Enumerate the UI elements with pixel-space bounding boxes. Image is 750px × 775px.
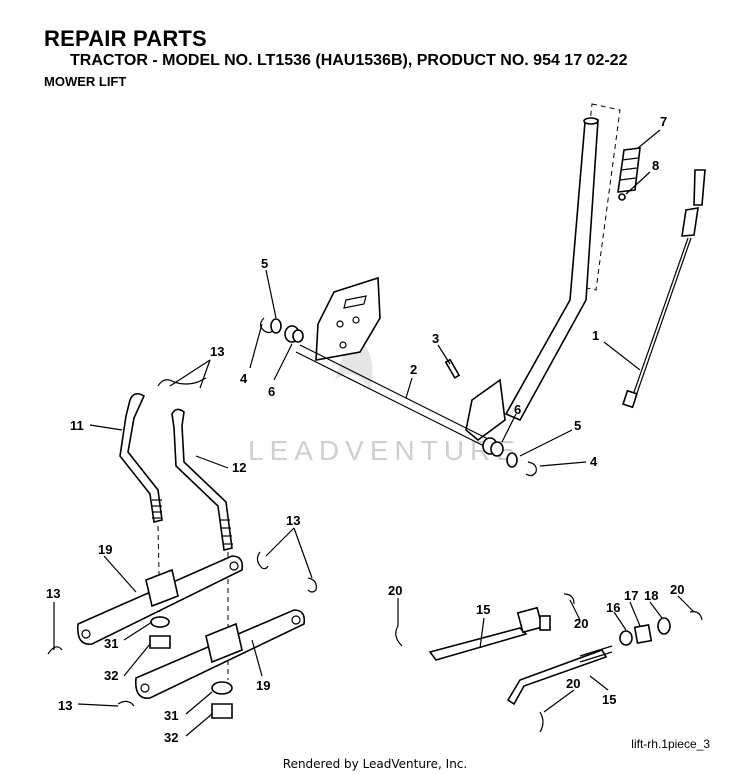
section-title: MOWER LIFT bbox=[44, 74, 127, 89]
leader-lines bbox=[53, 129, 695, 737]
cotter-pin-icon bbox=[395, 593, 703, 733]
callout-13: 13 bbox=[58, 698, 72, 713]
callout-3: 3 bbox=[432, 331, 439, 346]
callout-11: 11 bbox=[70, 418, 84, 433]
nut-washer-lower-part bbox=[211, 681, 233, 719]
handle-grip-part bbox=[617, 147, 641, 201]
callout-1: 1 bbox=[592, 328, 599, 343]
watermark: LEADVENTURE bbox=[248, 330, 521, 466]
callout-5: 5 bbox=[574, 418, 581, 433]
callout-13: 13 bbox=[210, 344, 224, 359]
callout-6: 6 bbox=[268, 384, 275, 399]
page-subtitle: TRACTOR - MODEL NO. LT1536 (HAU1536B), P… bbox=[70, 52, 628, 69]
callout-8: 8 bbox=[652, 158, 659, 173]
callout-6: 6 bbox=[514, 402, 521, 417]
callout-20: 20 bbox=[574, 616, 588, 631]
right-shaft-hardware-part bbox=[482, 437, 537, 477]
callout-31: 31 bbox=[104, 636, 118, 651]
lift-rod-part bbox=[622, 169, 706, 409]
callout-7: 7 bbox=[660, 114, 667, 129]
adjustment-rod-lower-part bbox=[506, 645, 613, 706]
lift-handle-part bbox=[465, 103, 621, 442]
callout-18: 18 bbox=[644, 588, 658, 603]
callout-31: 31 bbox=[164, 708, 178, 723]
callout-20: 20 bbox=[388, 583, 402, 598]
lift-arm-lower-part bbox=[134, 609, 306, 699]
figure-id: lift-rh.1piece_3 bbox=[631, 737, 710, 751]
callout-15: 15 bbox=[476, 602, 490, 617]
pin-part bbox=[444, 358, 461, 379]
hairpin-clip-icon bbox=[47, 377, 317, 707]
render-credit: Rendered by LeadVenture, Inc. bbox=[282, 757, 468, 771]
watermark-text: LEADVENTURE bbox=[248, 435, 521, 466]
trunnion-nut-part bbox=[619, 617, 671, 646]
callout-4: 4 bbox=[590, 454, 598, 469]
page-title: REPAIR PARTS bbox=[44, 26, 207, 51]
callout-labels: 7 8 5 4 6 3 2 1 13 11 12 6 5 4 13 19 13 … bbox=[46, 114, 684, 745]
callout-19: 19 bbox=[98, 542, 112, 557]
callout-32: 32 bbox=[104, 668, 118, 683]
mounting-bracket-part bbox=[315, 276, 381, 361]
callout-15: 15 bbox=[602, 692, 616, 707]
callout-12: 12 bbox=[232, 460, 246, 475]
callout-16: 16 bbox=[606, 600, 620, 615]
callout-5: 5 bbox=[261, 256, 268, 271]
callout-17: 17 bbox=[624, 588, 638, 603]
callout-20: 20 bbox=[670, 582, 684, 597]
callout-2: 2 bbox=[410, 362, 417, 377]
lift-shaft-part bbox=[295, 344, 491, 448]
callout-20: 20 bbox=[566, 676, 580, 691]
callout-13: 13 bbox=[286, 513, 300, 528]
alignment-line bbox=[157, 525, 161, 621]
adjustment-rod-upper-part bbox=[428, 606, 551, 661]
lift-link-left-part bbox=[119, 392, 163, 523]
lift-link-right-part bbox=[171, 408, 233, 551]
callout-19: 19 bbox=[256, 678, 270, 693]
nut-washer-upper-part bbox=[149, 616, 171, 649]
callout-32: 32 bbox=[164, 730, 178, 745]
callout-13: 13 bbox=[46, 586, 60, 601]
lift-arm-upper-part bbox=[76, 555, 244, 645]
callout-4: 4 bbox=[240, 371, 248, 386]
left-shaft-hardware-part bbox=[259, 317, 304, 343]
